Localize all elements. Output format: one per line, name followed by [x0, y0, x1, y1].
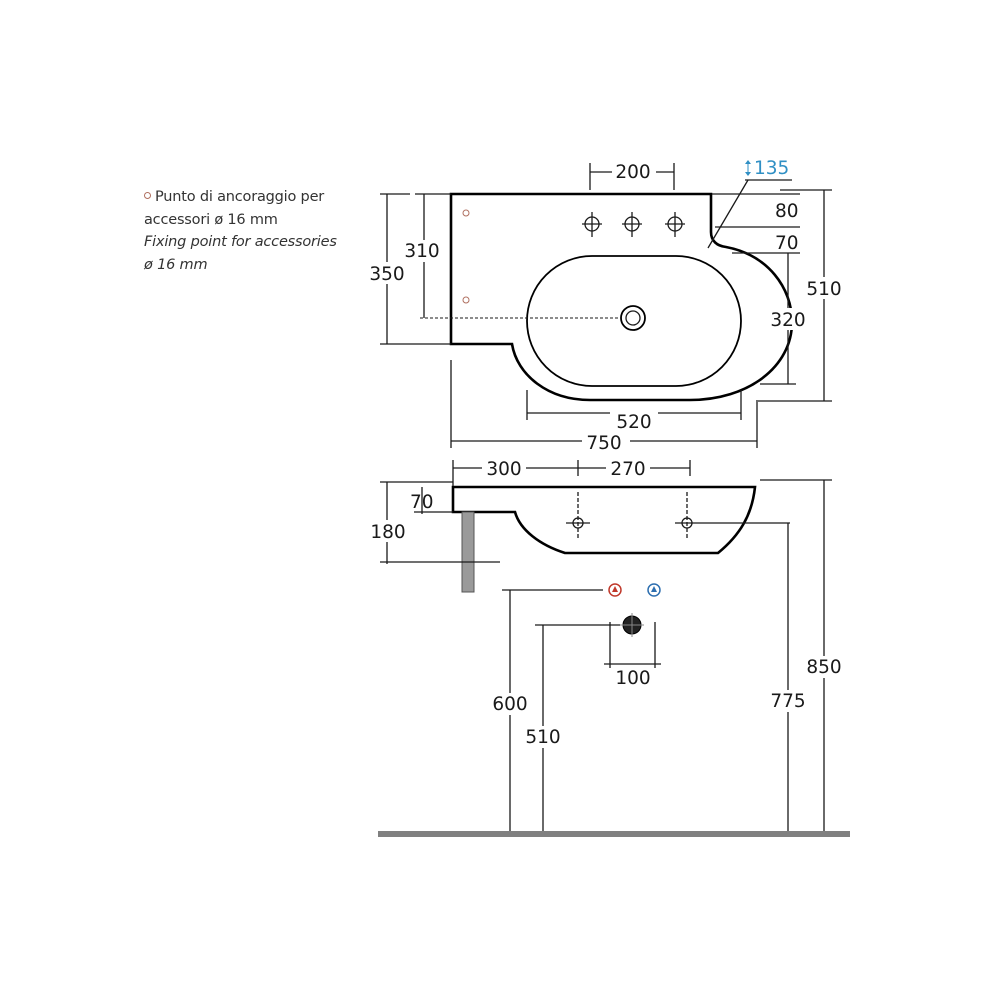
svg-text:100: 100 [615, 668, 650, 689]
dim-80: 80 [712, 193, 800, 228]
tap-marker-1-icon [566, 492, 590, 540]
dim-510-front: 510 [521, 624, 620, 832]
svg-text:80: 80 [775, 201, 799, 222]
legend-line-4: ø 16 mm [144, 256, 208, 273]
dim-775: 775 [765, 523, 811, 832]
hot-water-icon [608, 583, 622, 597]
dim-320: 320 [760, 253, 810, 385]
dim-70: 70 [732, 233, 800, 254]
fixing-point-1-icon [462, 209, 470, 217]
svg-text:510: 510 [525, 727, 560, 748]
svg-text:750: 750 [586, 433, 621, 454]
tap-marker-2-icon [675, 492, 790, 540]
front-view: 300 270 70 180 [367, 458, 850, 837]
svg-text:300: 300 [486, 459, 521, 480]
dim-350: 350 [366, 193, 451, 345]
svg-text:200: 200 [615, 162, 650, 183]
cold-water-icon [647, 583, 661, 597]
svg-text:70: 70 [410, 492, 434, 513]
svg-text:775: 775 [770, 691, 805, 712]
floor-line [378, 831, 850, 837]
svg-text:180: 180 [370, 522, 405, 543]
fixing-point-icon [144, 192, 151, 199]
tap-holes [582, 212, 685, 237]
drain-icon [620, 305, 646, 331]
drain-inner-icon [625, 310, 641, 326]
drain-outlet-icon [620, 613, 644, 637]
tap-hole-3-icon [665, 212, 685, 237]
legend-line-3: Fixing point for accessories [144, 234, 337, 250]
dim-135: 135 [707, 158, 792, 249]
legend: Punto di ancoraggio per accessori ø 16 m… [144, 186, 364, 276]
legend-line-2: accessori ø 16 mm [144, 211, 278, 228]
dim-310: 310 [400, 193, 451, 318]
svg-text:270: 270 [610, 459, 645, 480]
svg-text:350: 350 [369, 264, 404, 285]
dim-510: 510 [758, 189, 846, 402]
svg-text:600: 600 [492, 694, 527, 715]
svg-text:135: 135 [754, 158, 789, 179]
fixing-point-2-icon [462, 296, 470, 304]
dim-750: 750 [450, 360, 758, 454]
support-leg [461, 511, 475, 593]
dim-300-270: 300 270 [452, 458, 691, 486]
svg-text:70: 70 [775, 233, 799, 254]
dim-520: 520 [526, 390, 742, 433]
dim-200: 200 [589, 160, 675, 190]
legend-line-1: Punto di ancoraggio per [144, 186, 364, 209]
svg-text:310: 310 [404, 241, 439, 262]
svg-text:850: 850 [806, 657, 841, 678]
svg-text:520: 520 [616, 412, 651, 433]
dim-600: 600 [488, 589, 603, 832]
svg-text:510: 510 [806, 279, 841, 300]
svg-text:320: 320 [770, 310, 805, 331]
dim-70-front: 70 [410, 487, 453, 514]
tap-hole-2-icon [622, 212, 642, 237]
dim-850: 850 [760, 479, 847, 832]
inner-bowl [526, 255, 742, 387]
basin-outline-top [449, 192, 794, 402]
top-view: 200 135 80 70 310 [366, 158, 846, 454]
dim-100: 100 [604, 622, 661, 689]
tap-hole-1-icon [582, 212, 602, 237]
dim-180: 180 [367, 481, 500, 564]
basin-outline-front [451, 485, 757, 555]
